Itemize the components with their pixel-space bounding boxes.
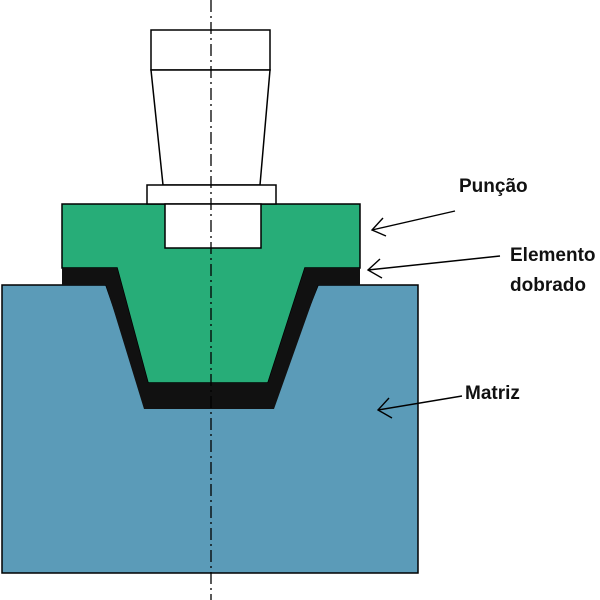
punch-label: Punção xyxy=(459,176,528,197)
die-arrow xyxy=(376,395,463,419)
bent-element-label-line1: Elemento xyxy=(510,245,596,266)
die-label: Matriz xyxy=(465,383,520,404)
bent-element xyxy=(62,268,360,409)
punch-insert xyxy=(164,203,262,249)
bent-element-arrow xyxy=(366,255,501,279)
punch-arrow xyxy=(370,210,456,237)
bent-element-label-line2: dobrado xyxy=(510,275,586,296)
